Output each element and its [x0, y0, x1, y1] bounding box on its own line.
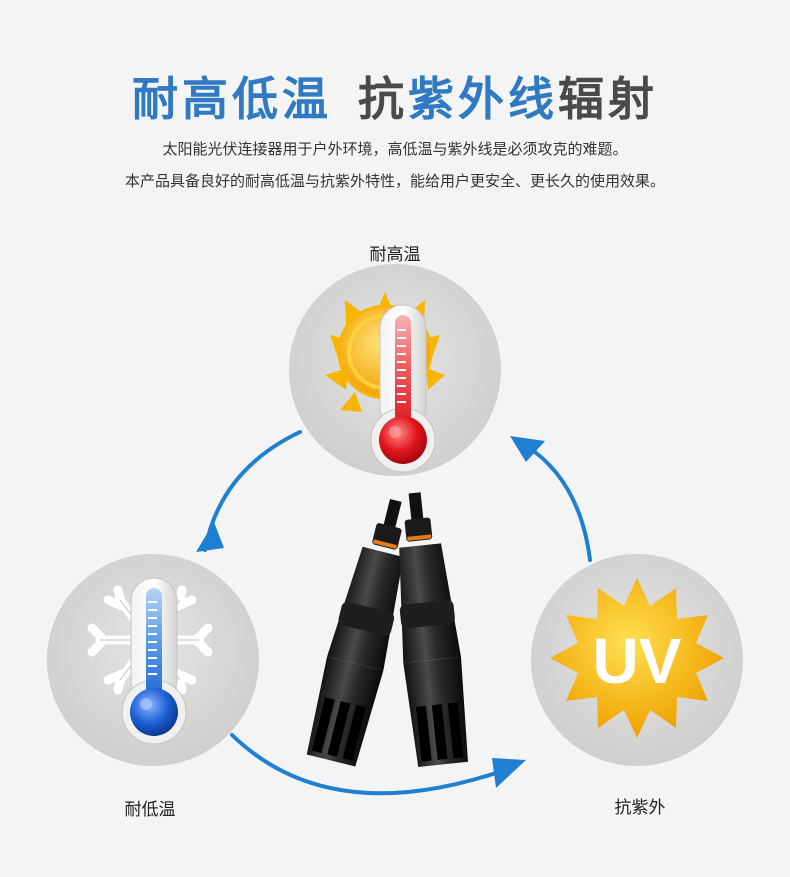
label-high-temp: 耐高温: [369, 245, 421, 265]
arrow-top-to-left: [203, 430, 302, 552]
uv-circle: UV: [531, 554, 743, 766]
arrowhead-top-right: [510, 436, 545, 462]
title-uv: 紫外线: [408, 72, 558, 126]
label-uv: 抗紫外: [614, 798, 666, 818]
arrow-left-to-right: [230, 733, 507, 796]
title-radiation: 辐射: [558, 72, 658, 126]
thermometer-hot-icon: [370, 304, 436, 473]
thermometer-cold-icon: [121, 577, 187, 745]
arrow-heads: [196, 436, 545, 788]
description-line-2: 本产品具备良好的耐高低温与抗紫外特性，能给用户更安全、更长久的使用效果。: [124, 172, 665, 190]
uv-badge-text: UV: [593, 625, 682, 697]
title-anti: 抗: [358, 72, 408, 126]
cycle-arrows: [203, 430, 592, 796]
connector-pair: [306, 492, 468, 767]
arrowhead-bottom: [492, 758, 526, 788]
arrowhead-left: [196, 522, 224, 552]
low-temp-circle: [47, 554, 259, 766]
connector-right: [399, 492, 468, 767]
title-high-low-temp: 耐高低温: [132, 72, 332, 126]
label-low-temp: 耐低温: [124, 800, 176, 820]
connector-left: [306, 499, 404, 767]
arrow-right-to-top: [523, 443, 592, 562]
uv-sun-icon: [550, 578, 724, 738]
high-temp-circle: [289, 264, 501, 476]
page-title: 耐高低温抗紫外线辐射: [0, 68, 790, 130]
description-line-1: 太阳能光伏连接器用于户外环境，高低温与紫外线是必须攻克的难题。: [162, 140, 628, 158]
